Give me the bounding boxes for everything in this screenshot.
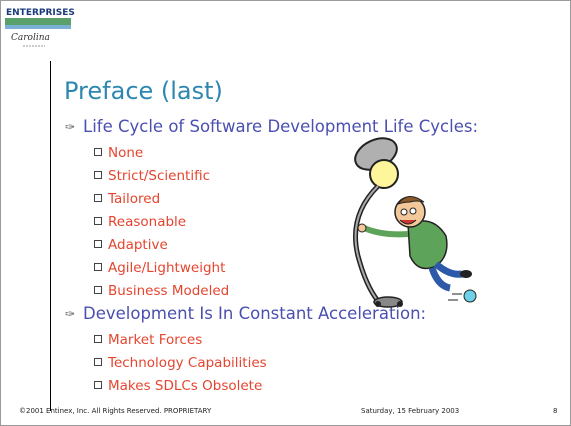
- list-item: Business Modeled: [94, 282, 229, 300]
- list-item-text: Agile/Lightweight: [108, 260, 226, 276]
- section-heading-text: Life Cycle of Software Development Life …: [83, 117, 479, 136]
- slide-title: Preface (last): [64, 77, 223, 105]
- list-item-text: Tailored: [108, 191, 161, 207]
- list-item-text: None: [108, 145, 144, 161]
- list-item: Makes SDLCs Obsolete: [94, 377, 262, 395]
- square-checkbox-icon: [94, 263, 102, 271]
- square-checkbox-icon: [94, 148, 102, 156]
- list-item-text: Market Forces: [108, 332, 203, 348]
- square-checkbox-icon: [94, 240, 102, 248]
- square-checkbox-icon: [94, 217, 102, 225]
- footer-date: Saturday, 15 February 2003: [361, 407, 460, 415]
- section-heading: ✑ Life Cycle of Software Development Life…: [65, 117, 478, 137]
- list-item: Strict/Scientific: [94, 167, 210, 185]
- list-item-text: Business Modeled: [108, 283, 230, 299]
- list-item: None: [94, 144, 143, 162]
- section-heading-text: Development Is In Constant Acceleration:: [83, 304, 427, 323]
- square-checkbox-icon: [94, 171, 102, 179]
- footer-page-number: 8: [553, 407, 558, 415]
- square-checkbox-icon: [94, 194, 102, 202]
- feather-bullet-icon: ✑: [65, 120, 76, 134]
- clipart-illustration: [353, 137, 477, 308]
- list-item: Technology Capabilities: [94, 354, 267, 372]
- footer-copyright: ©2001 Entinex, Inc. All Rights Reserved.…: [19, 407, 212, 415]
- list-item-text: Strict/Scientific: [108, 168, 211, 184]
- list-item-text: Adaptive: [108, 237, 168, 253]
- square-checkbox-icon: [94, 335, 102, 343]
- feather-bullet-icon: ✑: [65, 307, 76, 321]
- list-item: Agile/Lightweight: [94, 259, 225, 277]
- list-item: Adaptive: [94, 236, 168, 254]
- list-item-text: Makes SDLCs Obsolete: [108, 378, 263, 394]
- section-heading: ✑ Development Is In Constant Acceleration…: [65, 304, 426, 324]
- logo-text-bottom: Carolina: [11, 33, 50, 43]
- list-item: Reasonable: [94, 213, 186, 231]
- list-item: Market Forces: [94, 331, 202, 349]
- square-checkbox-icon: [94, 381, 102, 389]
- left-divider-line: [50, 61, 51, 411]
- company-logo: ENTERPRISES Carolina: [5, 8, 75, 47]
- square-checkbox-icon: [94, 286, 102, 294]
- list-item-text: Reasonable: [108, 214, 187, 230]
- square-checkbox-icon: [94, 358, 102, 366]
- list-item-text: Technology Capabilities: [108, 355, 267, 371]
- list-item: Tailored: [94, 190, 160, 208]
- logo-text-top: ENTERPRISES: [6, 8, 75, 18]
